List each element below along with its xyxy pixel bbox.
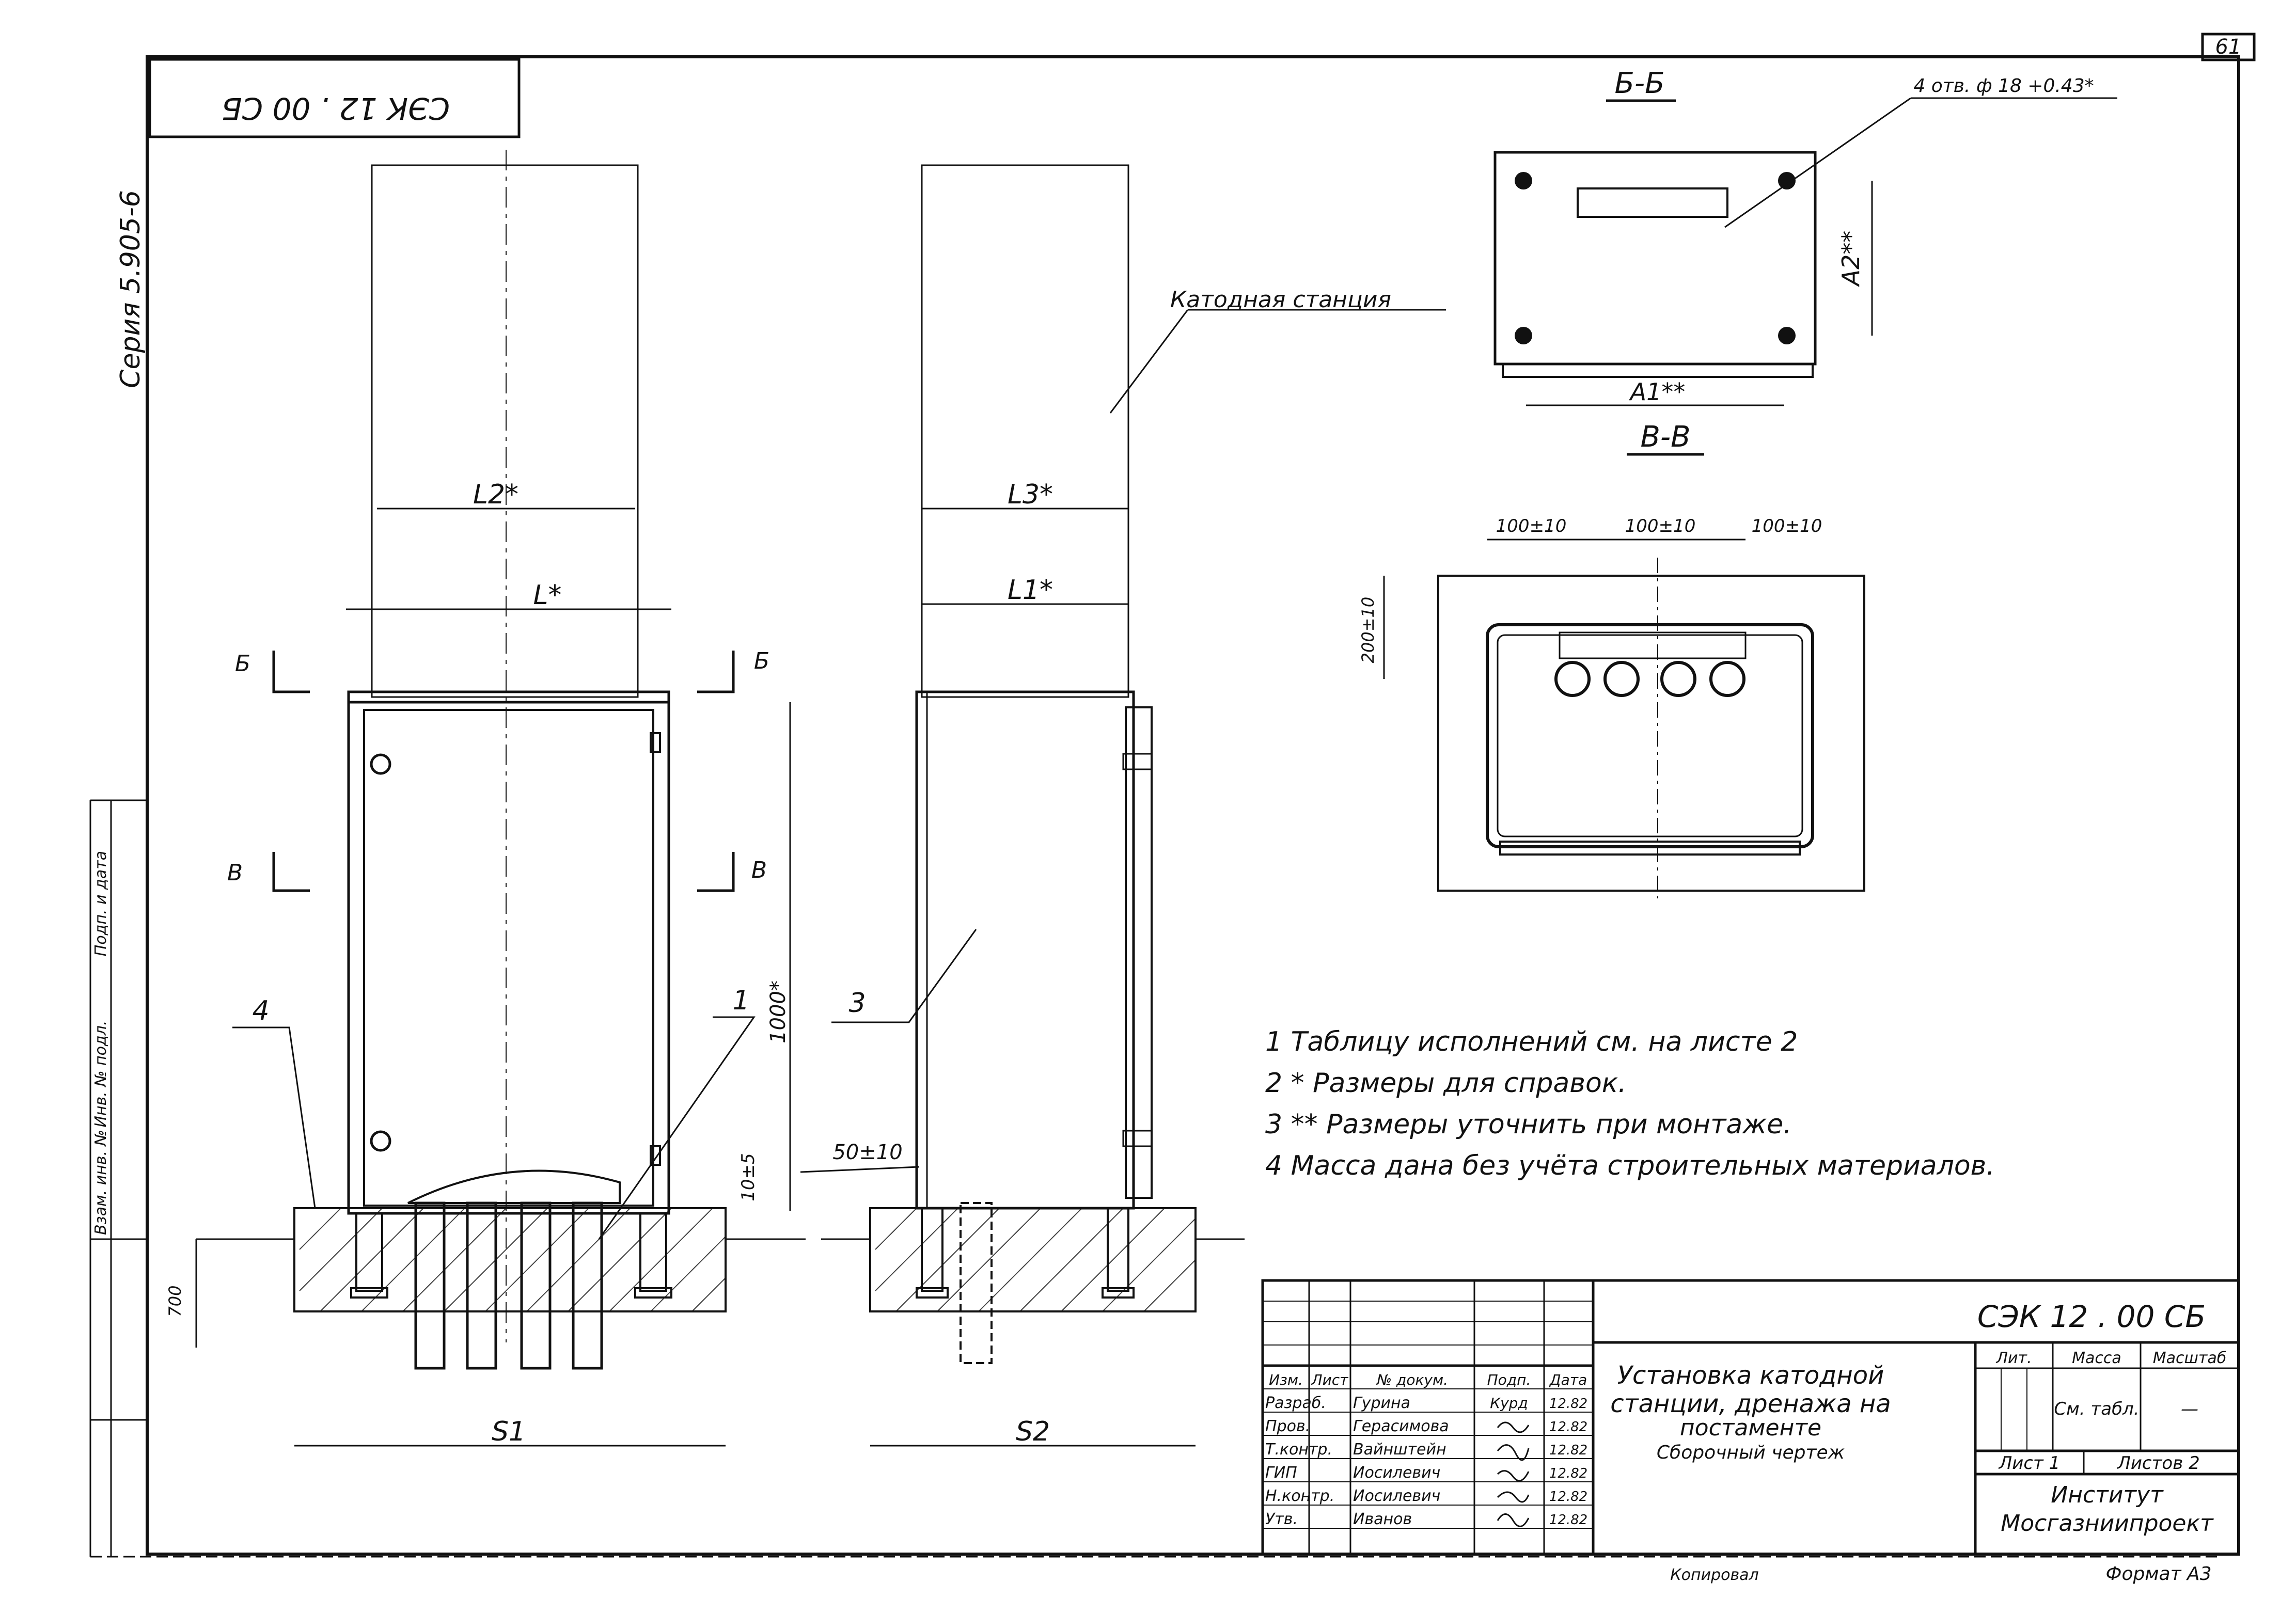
tb-row-date: 12.82 [1549, 1512, 1587, 1528]
section-bb: Б-Б A1** A2** 4 отв. ф 18 +0.43* [1493, 67, 2117, 406]
section-vv: В-В 100±10 100±10 100±10 200±10 [1358, 420, 1865, 898]
tb-mass-value: См. табл. [2054, 1399, 2139, 1419]
side-stamp-col1: Взам. инв. № [92, 1130, 110, 1235]
tb-row-role: ГИП [1265, 1464, 1297, 1482]
tb-row-role: Н.контр. [1265, 1487, 1334, 1505]
side-stamp-col2: Инв. № подл. [92, 1021, 110, 1128]
series-label: Серия 5.905-6 [115, 190, 146, 388]
callout-3: 3 [848, 988, 866, 1019]
tb-header-date: Дата [1549, 1371, 1587, 1388]
note-2: 2 * Размеры для справок. [1265, 1068, 1627, 1099]
notes: 1 Таблицу исполнений см. на листе 2 2 * … [1265, 1026, 1995, 1181]
cut-v-right: В [751, 857, 767, 883]
section-vv-title: В-В [1640, 420, 1690, 454]
tb-sheet: Лист 1 [1998, 1453, 2061, 1474]
tb-code: СЭК 12 . 00 СБ [1977, 1299, 2206, 1334]
tb-sheets: Листов 2 [2116, 1453, 2199, 1474]
tb-header-doc: № докум. [1376, 1371, 1448, 1388]
sheet-number: 61 [2215, 35, 2242, 59]
tb-row-name: Вайнштейн [1353, 1441, 1446, 1459]
dim-a1: A1** [1629, 378, 1686, 406]
tb-row-date: 12.82 [1549, 1466, 1587, 1481]
tb-row-date: 12.82 [1549, 1419, 1587, 1435]
dim-s2: S2 [1016, 1416, 1050, 1447]
tb-row-date: 12.82 [1549, 1489, 1587, 1505]
tb-title-3: постаменте [1680, 1415, 1821, 1441]
format-label: Формат А3 [2105, 1563, 2211, 1585]
tb-row-sign: Курд [1490, 1395, 1528, 1412]
rotated-stamp: СЭК 12 . 00 СБ Серия 5.905-6 [115, 58, 521, 388]
tb-scale: Масштаб [2153, 1349, 2227, 1367]
lock-icon [370, 753, 391, 775]
dim-1000: 1000* [766, 980, 790, 1043]
tb-row-date: 12.82 [1549, 1396, 1587, 1412]
callout-4: 4 [252, 995, 269, 1026]
title-block: Изм. Лист № докум. Подп. Дата Разраб. Гу… [1261, 1279, 2240, 1556]
tb-org-1: Институт [2051, 1482, 2164, 1508]
dim-l2: L2* [473, 479, 518, 510]
tb-row-role: Т.контр. [1265, 1441, 1332, 1459]
holes-label: 4 отв. ф 18 +0.43* [1913, 75, 2094, 97]
tb-title-4: Сборочный чертеж [1657, 1442, 1845, 1463]
tb-row-name: Иосилевич [1353, 1487, 1440, 1505]
side-stamp-col3: Подп. и дата [92, 851, 110, 956]
station-label: Катодная станция [1170, 287, 1391, 313]
callout-1: 1 [732, 985, 749, 1016]
note-4: 4 Масса дана без учёта строительных мате… [1265, 1150, 1995, 1181]
dim-100-a: 100±10 [1496, 516, 1567, 536]
sheet-frame: 61 [90, 33, 2256, 1558]
tb-row-name: Иванов [1353, 1510, 1412, 1528]
dim-200: 200±10 [1358, 597, 1378, 663]
dim-depth: 700 [165, 1285, 185, 1317]
copied-by: Копировал [1670, 1566, 1758, 1584]
stamp-code-rotated: СЭК 12 . 00 СБ [222, 91, 450, 126]
tb-row-name: Герасимова [1353, 1417, 1449, 1435]
tb-row-date: 12.82 [1549, 1443, 1587, 1458]
tb-row-name: Гурина [1353, 1394, 1410, 1412]
cut-b-left: Б [235, 651, 250, 677]
note-3: 3 ** Размеры уточнить при монтаже. [1265, 1109, 1792, 1140]
cut-v-left: В [227, 860, 243, 886]
tb-header-list: Лист [1311, 1371, 1349, 1388]
tb-title-1: Установка катодной [1617, 1361, 1884, 1390]
dim-50: 50±10 [832, 1141, 902, 1164]
dim-l1: L1* [1008, 575, 1053, 606]
dim-a2: A2** [1837, 231, 1865, 288]
tb-title-2: станции, дренажа на [1610, 1389, 1891, 1418]
tb-row-role: Пров. [1265, 1417, 1310, 1435]
cut-b-right: Б [754, 648, 769, 674]
dim-l3: L3* [1008, 479, 1053, 510]
tb-header-izm: Изм. [1269, 1371, 1303, 1388]
dim-10: 10±5 [738, 1153, 759, 1201]
tb-header-sign: Подп. [1487, 1371, 1531, 1388]
tb-org-2: Мосгазниипроект [2001, 1510, 2214, 1537]
note-1: 1 Таблицу исполнений см. на листе 2 [1265, 1026, 1798, 1057]
tb-lit: Лит. [1995, 1349, 2032, 1367]
tb-row-name: Иосилевич [1353, 1464, 1440, 1482]
tb-mass: Масса [2072, 1349, 2121, 1367]
dim-s1: S1 [492, 1416, 526, 1447]
side-stamp: Подп. и дата Инв. № подл. Взам. инв. № [89, 799, 147, 1557]
dim-100-b: 100±10 [1625, 516, 1696, 536]
dim-l: L* [533, 580, 562, 611]
dim-100-c: 100±10 [1752, 516, 1822, 536]
tb-scale-value: — [2181, 1399, 2198, 1419]
side-view: L3* L1* S2 3 Катодная станция [821, 164, 1446, 1447]
lock-icon [370, 1130, 391, 1152]
tb-row-role: Утв. [1265, 1510, 1298, 1528]
section-bb-title: Б-Б [1614, 67, 1664, 100]
front-view: L2* L* S1 1000* 10±5 50±10 700 Б Б В В 4… [165, 150, 920, 1447]
tb-row-role: Разраб. [1265, 1394, 1326, 1412]
